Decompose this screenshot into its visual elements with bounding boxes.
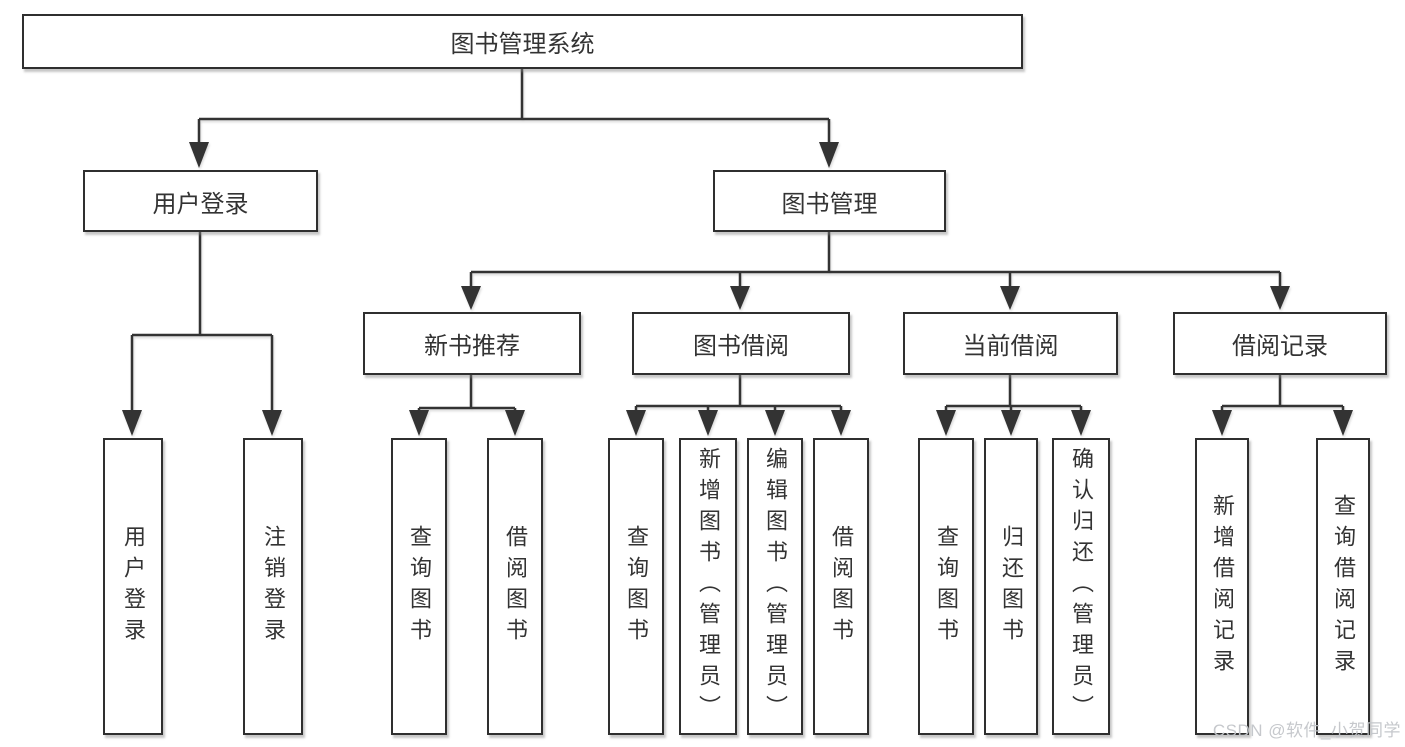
node-label: 新增图书（管理员） (696, 447, 721, 726)
leaf-query-books-borrow: 查询图书 (608, 438, 664, 735)
node-label: 借阅图书 (503, 524, 528, 649)
connector-root-to-level2 (197, 69, 831, 146)
csdn-watermark: CSDN @软件_小贺同学 (1212, 721, 1401, 740)
node-label: 新书推荐 (424, 333, 520, 360)
node-label: 注销登录 (261, 524, 286, 649)
connector-borrow-records-children (1220, 375, 1345, 414)
arrowhead (626, 410, 646, 436)
connector-book-management-children (469, 232, 1282, 290)
arrowhead (819, 142, 839, 168)
leaf-query-books-current: 查询图书 (918, 438, 974, 735)
node-label: 用户登录 (152, 190, 249, 218)
node-label: 查询图书 (407, 524, 432, 649)
leaf-logout: 注销登录 (243, 438, 303, 735)
connector-new-book-children (417, 375, 517, 414)
connector-current-borrow-children (944, 375, 1083, 414)
arrowhead (1071, 410, 1091, 436)
node-current-borrow: 当前借阅 (903, 312, 1118, 375)
leaf-edit-books-admin: 编辑图书（管理员） (747, 438, 803, 735)
arrowhead (505, 410, 525, 436)
node-borrow-records: 借阅记录 (1173, 312, 1387, 375)
connector-user-login-children (130, 232, 274, 414)
node-user-login: 用户登录 (83, 170, 318, 232)
arrowhead (122, 410, 142, 436)
leaf-add-borrow-record: 新增借阅记录 (1195, 438, 1249, 735)
leaf-return-books: 归还图书 (984, 438, 1038, 735)
node-label: 新增借阅记录 (1210, 493, 1235, 680)
leaf-query-borrow-record: 查询借阅记录 (1316, 438, 1370, 735)
arrowhead (409, 410, 429, 436)
node-label: 图书管理 (781, 190, 878, 218)
node-book-borrow: 图书借阅 (632, 312, 850, 375)
arrowhead (189, 142, 209, 168)
node-label: 图书管理系统 (450, 31, 595, 58)
arrowhead (730, 286, 750, 310)
connector-book-borrow-children (634, 375, 843, 414)
node-label: 借阅图书 (829, 524, 854, 649)
node-label: 借阅记录 (1232, 333, 1328, 360)
leaf-user-login: 用户登录 (103, 438, 163, 735)
leaf-query-books-recommend: 查询图书 (391, 438, 447, 735)
arrowhead (1000, 286, 1020, 310)
arrowhead (461, 286, 481, 310)
arrowhead (1333, 410, 1353, 436)
node-root-system: 图书管理系统 (22, 14, 1023, 69)
node-label: 查询借阅记录 (1331, 493, 1356, 680)
node-label: 归还图书 (999, 524, 1024, 649)
node-label: 查询图书 (624, 524, 649, 649)
node-label: 查询图书 (934, 524, 959, 649)
node-label: 图书借阅 (693, 333, 789, 360)
node-new-book-recommend: 新书推荐 (363, 312, 581, 375)
arrowhead (262, 410, 282, 436)
arrowhead (1270, 286, 1290, 310)
arrowhead (831, 410, 851, 436)
node-label: 确认归还（管理员） (1069, 447, 1094, 726)
node-label: 当前借阅 (962, 333, 1059, 360)
leaf-borrow-books: 借阅图书 (813, 438, 869, 735)
arrowhead (936, 410, 956, 436)
arrowhead (1212, 410, 1232, 436)
arrowhead (698, 410, 718, 436)
leaf-confirm-return-admin: 确认归还（管理员） (1052, 438, 1110, 735)
node-label: 编辑图书（管理员） (763, 447, 788, 726)
leaf-add-books-admin: 新增图书（管理员） (679, 438, 737, 735)
node-label: 用户登录 (121, 524, 146, 649)
leaf-borrow-books-recommend: 借阅图书 (487, 438, 543, 735)
arrowhead (765, 410, 785, 436)
node-book-management: 图书管理 (713, 170, 946, 232)
arrowhead (1001, 410, 1021, 436)
